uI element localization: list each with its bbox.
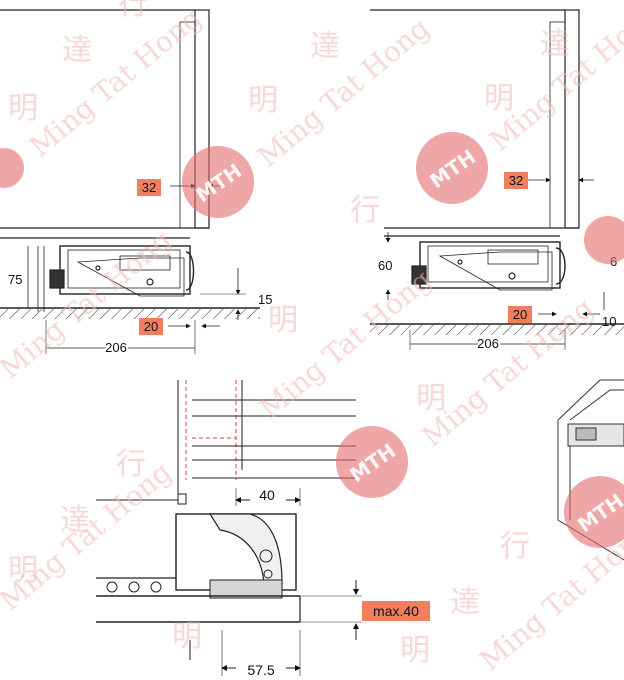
wm-cjk-11: 達 [60,503,90,538]
perspective-drawer-view [557,379,624,561]
left-cabinet-side [194,9,210,229]
left-badge-top-label: 32 [142,180,156,195]
right-badge-top [504,172,528,189]
left-badge-bottom-label: 20 [144,319,158,334]
hinge-dim-bottom: 57.5 [247,662,274,678]
right-badge-bottom [508,306,532,323]
wm-cjk-17: 明 [8,553,38,588]
hinge-dim-top: 40 [259,487,275,503]
wm-cjk-8: 行 [350,193,380,228]
right-runner [419,241,561,289]
hinge-badge-max [362,601,430,621]
wm-latin-7: Ming Tat Hong [473,515,624,677]
wm-latin-8: Ming Tat Hong [0,223,178,385]
mth-logo-text-2: MTH [425,145,480,194]
wm-cjk-3: 行 [118,0,148,22]
right-cabinet-side [564,9,580,229]
wm-cjk-5: 達 [310,29,340,64]
right-drawer-drawing [370,9,624,350]
left-badge-top [137,179,161,196]
right-badge-bottom-label: 20 [513,307,527,322]
wm-cjk-10: 明 [416,381,446,416]
mth-logo-text-1: MTH [191,159,246,208]
wm-cjk-14: 達 [450,585,480,620]
wm-cjk-15: 行 [500,529,530,564]
wm-cjk-16: 明 [400,633,430,668]
wm-latin-2: Ming Tat Hong [251,11,435,173]
right-dim-cut: 6 [610,254,617,269]
mth-logo [0,132,624,548]
wm-cjk-2: 達 [62,33,92,68]
wm-cjk-6: 明 [484,81,514,116]
right-dim-height: 60 [378,258,392,273]
wm-cjk-12: 行 [116,447,146,482]
mth-logo-text-4: MTH [573,489,624,538]
right-dim-side: 10 [602,314,616,329]
wm-latin-3: Ming Tat Hong [483,0,624,157]
left-dim-height: 75 [8,272,22,287]
left-dim-depth: 206 [105,340,127,355]
wm-cjk-13: 明 [172,619,202,654]
right-dim-depth: 206 [477,336,499,351]
wm-cjk-9: 明 [268,303,298,338]
hinge-detail-drawing [96,380,362,676]
right-badge-top-label: 32 [509,173,523,188]
left-drawer-drawing [0,9,260,354]
wm-cjk-1: 明 [8,91,38,126]
wm-latin-4: Ming Tat Hong [0,455,178,617]
hinge-badge-max-label: max.40 [373,603,419,619]
left-badge-bottom [139,318,163,335]
wm-cjk-4: 明 [248,83,278,118]
left-dim-gap: 15 [258,292,272,307]
